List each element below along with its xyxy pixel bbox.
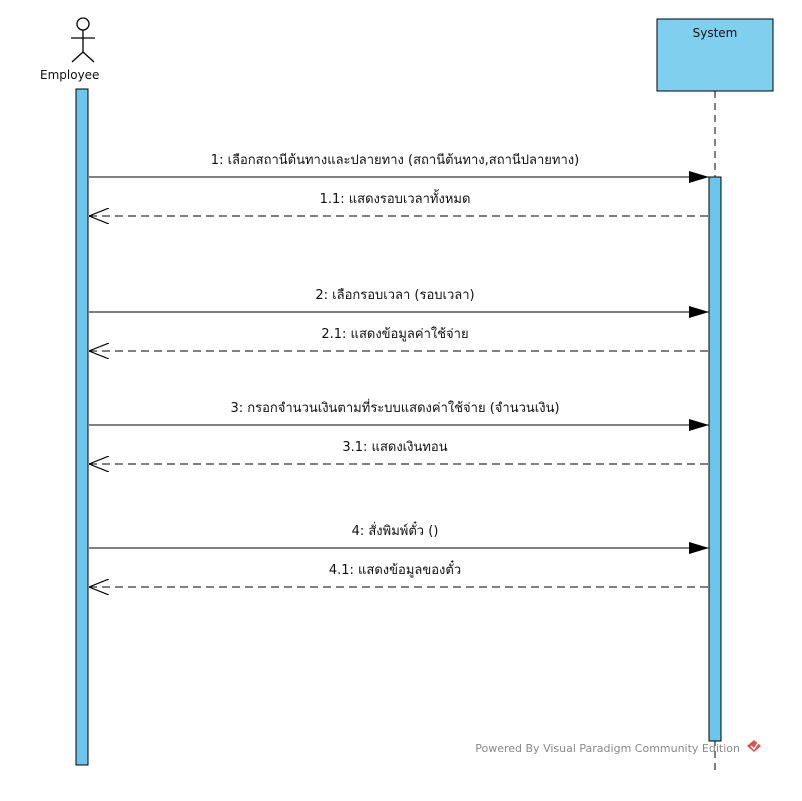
- employee-actor-icon: [71, 17, 95, 63]
- message-2-1-label: 2.1: แสดงข้อมูลค่าใช้จ่าย: [321, 326, 468, 342]
- message-3-1-return: 3.1: แสดงเงินทอน: [89, 440, 709, 464]
- system-label: System: [693, 26, 738, 40]
- employee-label: Employee: [40, 68, 99, 82]
- message-3: 3: กรอกจำนวนเงินตามที่ระบบแสดงค่าใช้จ่าย…: [89, 399, 709, 431]
- message-3-1-label: 3.1: แสดงเงินทอน: [342, 440, 447, 455]
- message-1-1-return: 1.1: แสดงรอบเวลาทั้งหมด: [89, 189, 709, 216]
- message-1: 1: เลือกสถานีต้นทางและปลายทาง (สถานีต้นท…: [89, 152, 709, 183]
- system-participant-box: [656, 18, 774, 92]
- message-4-1-return: 4.1: แสดงข้อมูลของตั๋ว: [89, 560, 709, 587]
- visual-paradigm-logo-icon: [747, 740, 761, 752]
- message-4-label: 4: สั่งพิมพ์ตั๋ว (): [352, 521, 439, 539]
- employee-activation-bar: [75, 88, 89, 766]
- message-2-label: 2: เลือกรอบเวลา (รอบเวลา): [315, 287, 474, 303]
- message-2-1-return: 2.1: แสดงข้อมูลค่าใช้จ่าย: [89, 326, 709, 351]
- message-4-1-label: 4.1: แสดงข้อมูลของตั๋ว: [329, 560, 461, 578]
- message-3-label: 3: กรอกจำนวนเงินตามที่ระบบแสดงค่าใช้จ่าย…: [230, 399, 559, 416]
- watermark-text: Powered By Visual Paradigm Community Edi…: [475, 742, 740, 755]
- message-2: 2: เลือกรอบเวลา (รอบเวลา): [89, 287, 709, 318]
- message-1-1-label: 1.1: แสดงรอบเวลาทั้งหมด: [320, 189, 471, 207]
- message-1-label: 1: เลือกสถานีต้นทางและปลายทาง (สถานีต้นท…: [211, 152, 579, 168]
- message-4: 4: สั่งพิมพ์ตั๋ว (): [89, 521, 709, 554]
- system-activation-bar: [708, 176, 722, 742]
